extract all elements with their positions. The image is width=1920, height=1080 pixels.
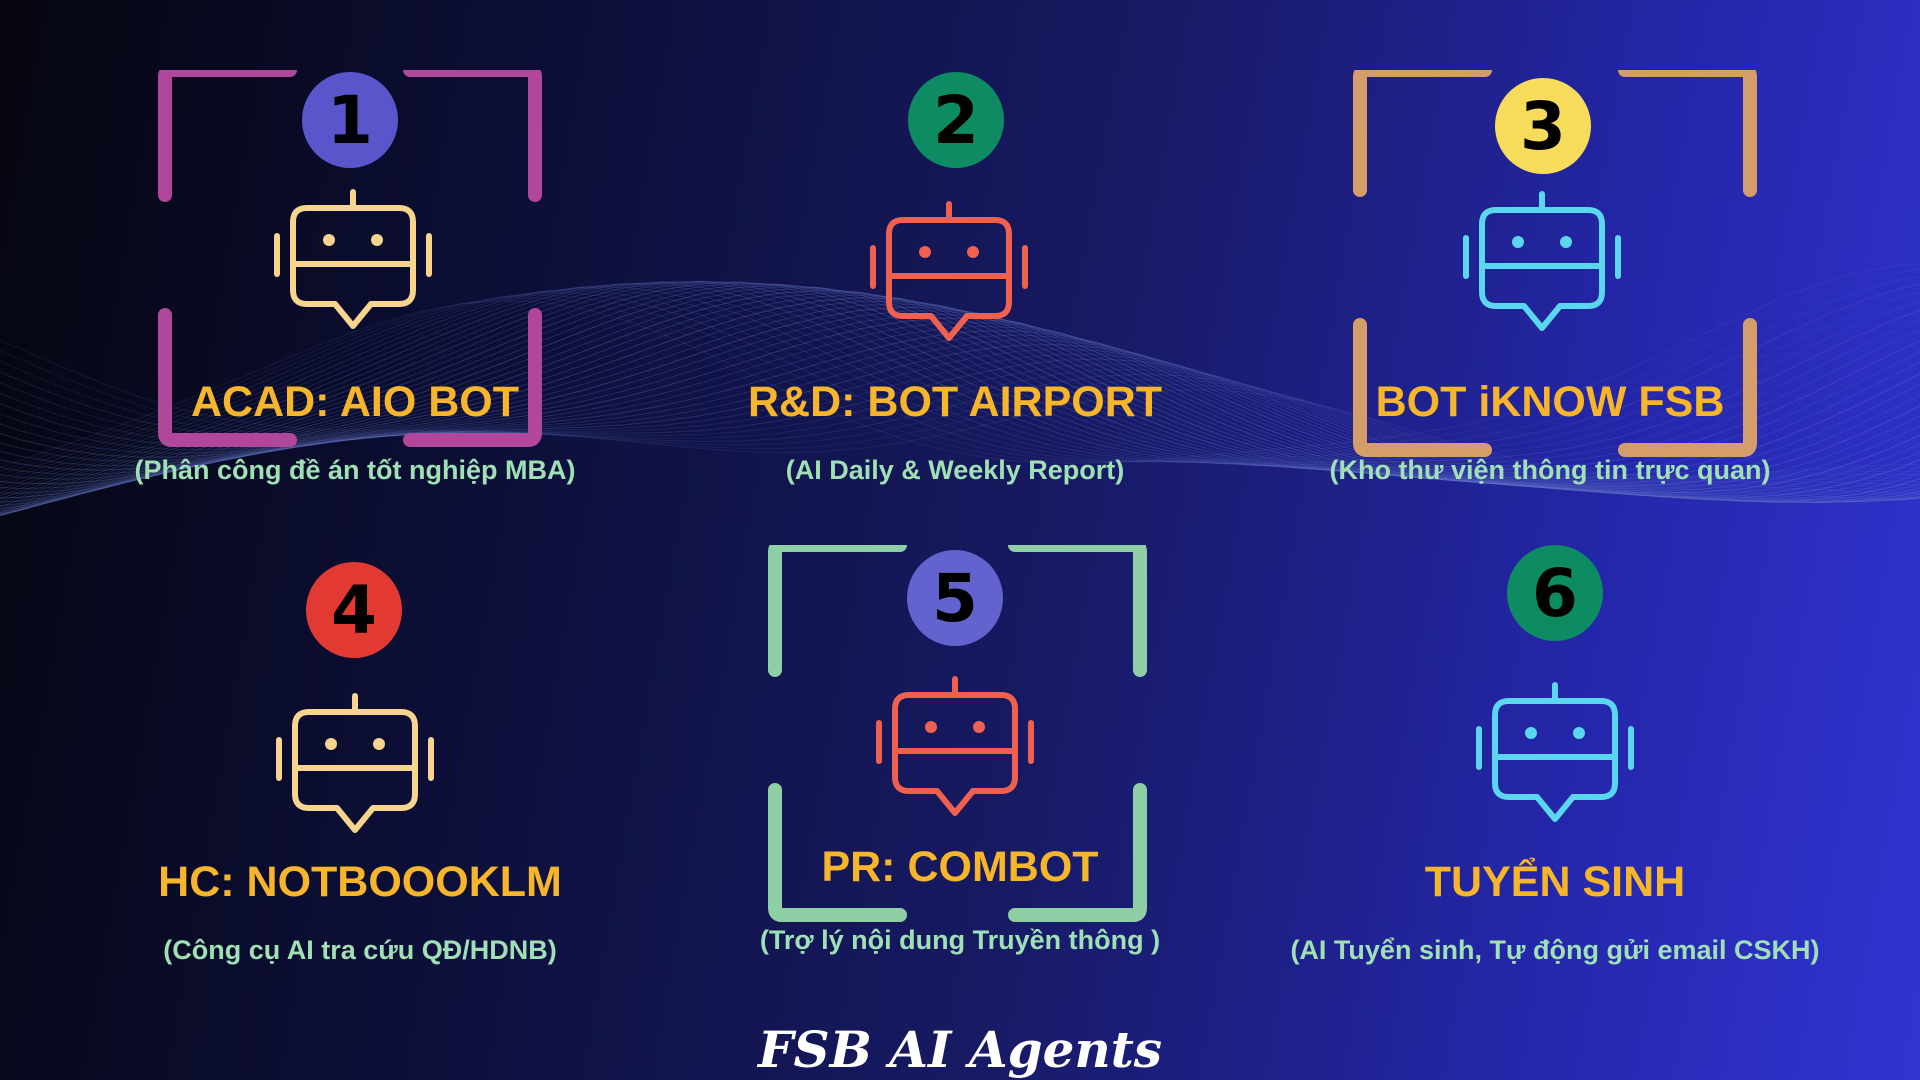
wave-line [0,282,1920,515]
agent-title: PR: COMBOT [821,843,1099,891]
wave-line [0,313,1920,503]
wave-line [0,263,1920,468]
wave-line [0,283,1920,497]
frame-bracket [768,545,1147,922]
wave-line [0,287,1920,487]
wave-line [0,282,1920,500]
wave-line [0,283,1920,480]
agent-subtitle: (Phân công đề án tốt nghiệp MBA) [134,455,576,485]
wave-line [0,292,1920,514]
wave-line [0,281,1920,512]
number-label: 5 [932,559,978,637]
wave-line [0,363,1920,483]
agent-title: BOT iKNOW FSB [1375,378,1725,426]
number-badge: 1 [302,72,398,168]
number-label: 4 [331,571,377,649]
wave-line [0,276,1920,476]
agent-title: TUYỂN SINH [1424,858,1686,906]
number-badge: 3 [1495,78,1591,174]
robot-chat-icon [876,676,1034,816]
wave-line [0,350,1920,478]
wave-line [0,284,1920,494]
robot-chat-icon [274,189,432,329]
wave-line [0,317,1920,503]
wave-line [0,284,1920,517]
wave-line [0,334,1920,498]
wave-line [0,353,1920,489]
wave-line [0,300,1920,507]
number-badge: 5 [907,550,1003,646]
wave-line [0,339,1920,477]
wave-line [0,286,1920,490]
wave-line [0,283,1920,516]
brand-title: FSB AI Agents [757,1020,1163,1079]
number-label: 3 [1520,87,1566,165]
wave-line [0,280,1920,510]
wave-line [0,297,1920,510]
robot-chat-icon [276,693,434,833]
agent-subtitle: (Công cụ AI tra cứu QĐ/HDNB) [163,935,557,965]
wave-line [0,360,1920,479]
number-badge: 4 [306,562,402,658]
wave-line [0,310,1920,504]
wave-line [0,280,1920,508]
agent-card-2[interactable]: 2 R&D: BOT AIRPORT (AI Daily & Weekly Re… [705,70,1205,540]
agent-subtitle: (Kho thư viện thông tin trực quan) [1329,455,1771,485]
wave-line [0,368,1920,481]
wave-line [0,343,1920,494]
wave-line [0,269,1920,472]
robot-chat-icon [1463,191,1621,331]
frame-bracket [1353,70,1757,457]
wave-line [0,348,1920,492]
agent-card-6[interactable]: 6 TUYỂN SINH (AI Tuyển sinh, Tự động gửi… [1290,545,1820,1015]
agent-card-5[interactable]: 5 PR: COMBOT (Trợ lý nội dung Truyền thô… [710,545,1210,1015]
agent-title: R&D: BOT AIRPORT [747,378,1163,426]
wave-line [0,303,1920,503]
agent-subtitle: (Trợ lý nội dung Truyền thông ) [759,925,1161,955]
agent-card-3[interactable]: 3 BOT iKNOW FSB (Kho thư viện thông tin … [1300,70,1800,540]
number-label: 1 [327,81,373,159]
frame-bracket [158,70,542,447]
wave-line [0,289,1920,483]
wave-line [0,281,1920,514]
wave-line [0,358,1920,486]
robot-chat-icon [1476,682,1634,822]
wave-line [0,294,1920,512]
number-badge: 6 [1507,545,1603,641]
number-badge: 2 [908,72,1004,168]
wave-line [0,281,1920,503]
wave-line [0,330,1920,500]
wave-line [0,289,1920,515]
agent-title: HC: NOTBOOOKLM [158,858,562,906]
agent-title: ACAD: AIO BOT [190,378,520,426]
agent-subtitle: (AI Daily & Weekly Report) [785,455,1125,485]
wave-line [0,371,1920,480]
agent-card-4[interactable]: 4 HC: NOTBOOOKLM (Công cụ AI tra cứu QĐ/… [110,560,610,1030]
wave-line [0,306,1920,504]
number-label: 6 [1532,554,1578,632]
robot-chat-icon [870,201,1028,341]
agent-subtitle: (AI Tuyển sinh, Tự động gửi email CSKH) [1290,935,1820,965]
wave-line [0,339,1920,496]
agent-card-1[interactable]: 1 ACAD: AIO BOT (Phân công đề án tốt ngh… [105,70,605,540]
number-label: 2 [933,81,979,159]
wave-line [0,281,1920,505]
